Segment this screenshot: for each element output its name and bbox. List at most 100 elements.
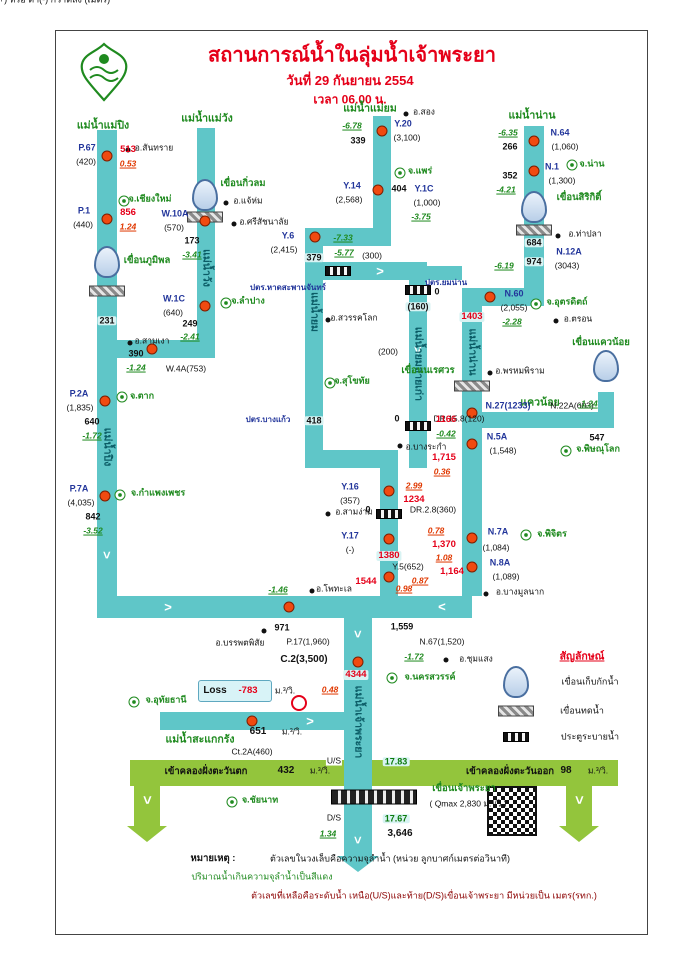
flow-value: 249 [182, 318, 198, 329]
province-label: จ.น่าน [579, 158, 605, 169]
capacity-label: ม.³/วิ. [587, 765, 609, 776]
station-dot [383, 485, 395, 497]
capacity-label: U/S [325, 755, 343, 766]
flow-value: 339 [350, 135, 366, 146]
legend-title: สัญลักษณ์ [559, 650, 605, 663]
flow-value: 842 [85, 511, 101, 522]
dam-name: เขื่อนกิ่วลม [220, 178, 266, 190]
province-marker [116, 391, 128, 403]
legend-item-regulator: ประตูระบายน้ำ [560, 731, 620, 742]
capacity-label: ม.³/วิ. [309, 765, 331, 776]
water-level-above-bank: 1.24 [119, 221, 137, 232]
flow-value: 3,646 [387, 827, 413, 839]
capacity-label: ม.³/วิ. [274, 685, 296, 696]
diversion-dam-icon [498, 705, 534, 717]
reservoir-dam-icon [192, 179, 218, 211]
flow-arrow-icon: > [99, 551, 115, 559]
dam-name: เขื่อนนเรศวร [401, 365, 455, 377]
river-yom-lower-h [305, 450, 398, 468]
report-time: เวลา 06.00 น. [313, 92, 387, 107]
reservoir-dam-icon [94, 246, 120, 278]
capacity-label: (2,055) [500, 302, 528, 313]
station-dot [484, 291, 496, 303]
capacity-label: DR.15.8(120) [433, 413, 485, 424]
town-label: อ.สันทราย [134, 142, 174, 153]
flow-value: 266 [502, 141, 518, 152]
province-marker [566, 159, 578, 171]
dam-name: เขื่อนภูมิพล [123, 255, 171, 267]
flow-value: C.2(3,500) [280, 653, 328, 665]
river-name: แม่น้ำน่าน [466, 328, 479, 376]
province-marker [226, 796, 238, 808]
over-capacity-value: 1,164 [440, 566, 464, 578]
dam-name: เขื่อนสิริกิติ์ [556, 192, 602, 204]
canal-label: เข้าคลองฝั่งตะวันตก [164, 766, 248, 778]
station-code: N.7A [487, 526, 509, 537]
river-name: แม่น้ำปิง [101, 427, 114, 467]
capacity-label: (300) [362, 250, 382, 261]
capacity-label: (357) [340, 495, 360, 506]
irrigation-dept-logo [76, 42, 132, 104]
notes-heading: หมายเหตุ : [190, 853, 236, 865]
river-wang [197, 128, 215, 358]
flow-value: 98 [560, 764, 572, 776]
river-name: แม่น้ำยม [308, 292, 321, 332]
river-name: แม่น้ำเจ้าพระยา [352, 685, 365, 759]
town-dot [231, 221, 237, 227]
canal-arrowhead-icon [127, 826, 167, 842]
town-label: อ.สามง่าม [335, 506, 373, 517]
flow-value: 547 [589, 432, 605, 443]
capacity-label: (420) [76, 156, 96, 167]
province-marker [114, 489, 126, 501]
note-red-values: ปริมาณน้ำเกินความจุลำน้ำเป็นสีแดง [191, 871, 333, 882]
capacity-label: N.67(1,520) [419, 636, 465, 647]
station-dot [146, 343, 158, 355]
water-level-above-bank: 0.87 [411, 575, 429, 586]
chao-phraya-dam-icon [331, 789, 417, 805]
town-dot [261, 628, 267, 634]
gate-name: ปตร.หาดสะพานจันทร์ [250, 282, 326, 292]
dam-name: เขื่อนเจ้าพระยา [432, 783, 496, 795]
capacity-label: (2,568) [335, 194, 363, 205]
province-label: จ.ลำปาง [231, 295, 265, 306]
flow-value: Loss [203, 684, 227, 696]
capacity-label: (4,035) [67, 497, 95, 508]
dam-level-value: 17.83 [382, 756, 410, 767]
town-label: อ.พรหมพิราม [495, 365, 545, 376]
province-label: จ.พิจิตร [537, 528, 567, 539]
flow-arrow-icon: > [570, 795, 588, 805]
province-label: จ.สุโขทัย [334, 375, 370, 386]
station-dot [528, 135, 540, 147]
flow-value: 404 [391, 183, 407, 194]
station-code: N.5A [486, 431, 508, 442]
over-capacity-value: 513 [120, 144, 136, 156]
province-marker [128, 696, 140, 708]
over-capacity-value: 1380 [376, 550, 402, 562]
report-date: วันที่ 29 กันยายน 2554 [286, 73, 414, 89]
station-dot [309, 231, 321, 243]
capacity-label: (1,548) [489, 445, 517, 456]
flow-value: 352 [502, 170, 518, 181]
capacity-label: (1,000) [413, 197, 441, 208]
capacity-label: ม.³/วิ. [281, 726, 303, 737]
station-code: P.1 [77, 205, 91, 216]
capacity-label: D/S [325, 812, 343, 823]
flow-value: 432 [277, 764, 295, 776]
flow-value: 231 [97, 315, 117, 326]
station-dot [466, 532, 478, 544]
flow-value: 418 [304, 415, 324, 426]
river-arrowhead-icon [337, 856, 379, 872]
capacity-label: ( Qmax 2,830 ม.³/วิ.) [429, 798, 507, 809]
over-capacity-value: 1234 [403, 494, 425, 506]
river-name: แม่น้ำสะแกกรัง [165, 733, 235, 746]
province-marker [324, 377, 336, 389]
water-level-above-bank: 0.36 [433, 466, 451, 477]
town-dot [483, 591, 489, 597]
regulator-gate-icon [405, 421, 431, 431]
capacity-label: (3,100) [393, 132, 421, 143]
flow-arrow-icon: > [138, 795, 156, 805]
capacity-label: (570) [164, 222, 184, 233]
note-capacity: ตัวเลขในวงเล็บคือความจุลำน้ำ (หน่วย ลูกบ… [270, 853, 510, 864]
town-dot [127, 340, 133, 346]
